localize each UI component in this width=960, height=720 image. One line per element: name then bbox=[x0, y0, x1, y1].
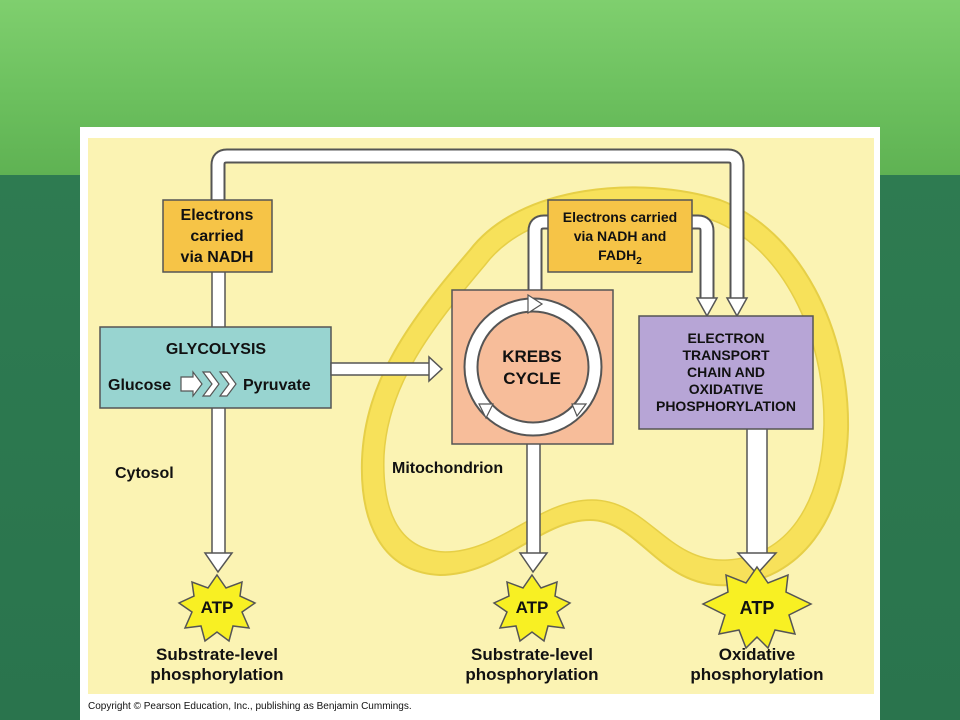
electrons-nadh-fadh2-box: Electrons carried via NADH and FADH2 bbox=[547, 199, 693, 273]
pyruvate-to-krebs-arrow bbox=[330, 355, 444, 383]
cytosol-label: Cytosol bbox=[115, 465, 174, 482]
pyruvate-label: Pyruvate bbox=[243, 377, 311, 394]
atp-label-3: ATP bbox=[740, 598, 775, 618]
caption-1-line2: phosphorylation bbox=[150, 665, 283, 684]
atp-star-1: ATP bbox=[177, 573, 257, 643]
copyright-notice: Copyright © Pearson Education, Inc., pub… bbox=[88, 701, 412, 712]
glycolysis-chevron-arrows bbox=[180, 370, 237, 398]
caption-3-line1: Oxidative bbox=[719, 645, 796, 664]
etc-line3: CHAIN AND bbox=[687, 364, 765, 380]
caption-2: Substrate-level phosphorylation bbox=[465, 645, 598, 684]
atp-star-2: ATP bbox=[492, 573, 572, 643]
electrons-nadh-line3: via NADH bbox=[181, 249, 254, 266]
etc-box: ELECTRON TRANSPORT CHAIN AND OXIDATIVE P… bbox=[638, 315, 814, 430]
caption-3: Oxidative phosphorylation bbox=[690, 645, 823, 684]
electrons-nadh-box: Electrons carried via NADH bbox=[162, 199, 273, 273]
krebs-line1: KREBS bbox=[502, 347, 562, 366]
cycle-arrowhead-right bbox=[571, 403, 588, 418]
mitochondrion-label: Mitochondrion bbox=[392, 460, 503, 477]
electrons-nadh-line1: Electrons bbox=[181, 207, 254, 224]
krebs-line2: CYCLE bbox=[503, 369, 561, 388]
electrons-fadh2-line2: via NADH and bbox=[574, 228, 667, 244]
etc-line5: PHOSPHORYLATION bbox=[656, 398, 796, 414]
etc-line2: TRANSPORT bbox=[682, 347, 770, 363]
etc-line1: ELECTRON bbox=[688, 330, 765, 346]
glycolysis-box: GLYCOLYSIS Glucose Pyruvate bbox=[99, 326, 332, 409]
electrons-fadh2-line3: FADH2 bbox=[598, 247, 642, 267]
krebs-cycle-box: KREBS CYCLE bbox=[451, 289, 614, 445]
caption-2-line2: phosphorylation bbox=[465, 665, 598, 684]
electrons-fadh2-line1: Electrons carried bbox=[563, 209, 677, 225]
caption-3-line2: phosphorylation bbox=[690, 665, 823, 684]
caption-1: Substrate-level phosphorylation bbox=[150, 645, 283, 684]
atp-label-2: ATP bbox=[516, 598, 549, 617]
cycle-arrowhead-top bbox=[527, 293, 544, 315]
arrowheads-into-etc bbox=[695, 297, 749, 318]
fadh-subscript: 2 bbox=[636, 256, 642, 267]
caption-2-line1: Substrate-level bbox=[471, 645, 593, 664]
etc-line4: OXIDATIVE bbox=[689, 381, 763, 397]
glycolysis-title: GLYCOLYSIS bbox=[166, 341, 267, 358]
fadh-label: FADH bbox=[598, 247, 636, 263]
cycle-arrowhead-left bbox=[478, 403, 494, 420]
caption-1-line1: Substrate-level bbox=[156, 645, 278, 664]
electron-return-arrows bbox=[210, 148, 745, 300]
glucose-label: Glucose bbox=[108, 377, 171, 394]
electrons-nadh-line2: carried bbox=[190, 228, 243, 245]
atp-label-1: ATP bbox=[201, 598, 234, 617]
atp-star-3: ATP bbox=[701, 565, 813, 650]
